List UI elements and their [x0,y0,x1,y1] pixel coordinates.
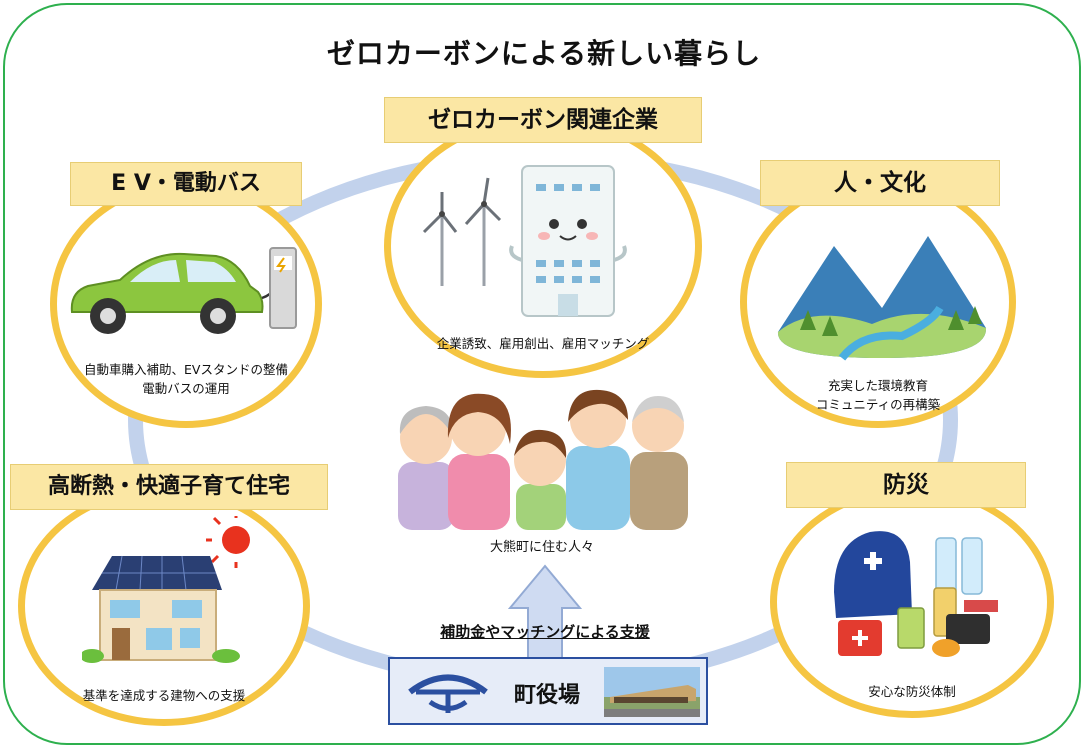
town-emblem-icon [408,674,488,713]
support-text: 補助金やマッチングによる支援 [440,623,650,641]
mother-figure [447,393,511,530]
company-caption: 企業誘致、雇用創出、雇用マッチング [384,334,702,353]
disaster-kit-icon [834,531,998,657]
housing-caption: 基準を達成する建物への支援 [18,686,310,705]
culture-label: 人・文化 [760,160,1000,206]
culture-caption-line-1: 充実した環境教育 [827,378,928,393]
family-illustration [398,389,688,530]
wind-turbines-icon [422,177,502,286]
grandfather-figure [630,396,688,530]
ev-caption-line-2: 電動バスの運用 [142,381,230,396]
ev-caption-line-1: 自動車購入補助、EVスタンドの整備 [84,362,288,377]
solar-house-icon [82,516,250,663]
company-caption-line: 企業誘致、雇用創出、雇用マッチング [436,336,650,351]
center-caption: 大熊町に住む人々 [489,540,594,555]
disaster-caption: 安心な防災体制 [770,682,1054,701]
townhall-label: 町役場 [514,683,581,708]
child-figure [514,429,567,530]
townhall-building-photo [604,667,700,717]
disaster-caption-line: 安心な防災体制 [868,684,956,699]
housing-caption-line: 基準を達成する建物への支援 [82,688,246,703]
ev-car-icon [70,247,297,334]
culture-caption: 充実した環境教育 コミュニティの再構築 [740,376,1016,414]
disaster-circle [770,486,1054,718]
ev-caption: 自動車購入補助、EVスタンドの整備 電動バスの運用 [50,360,322,398]
outer-frame [3,3,1081,745]
housing-label: 高断熱・快適子育て住宅 [10,464,328,510]
grandmother-figure [398,406,454,530]
office-building-icon [509,165,627,317]
disaster-label: 防災 [786,462,1026,508]
support-arrow-icon [508,564,582,661]
company-label: ゼロカーボン関連企業 [384,97,702,143]
townhall-box: 町役場 [388,657,708,725]
main-title: ゼロカーボンによる新しい暮らし [326,37,762,70]
ev-label: E V・電動バス [70,162,302,206]
culture-circle [740,176,1016,428]
father-figure [566,389,630,530]
mountain-landscape-icon [777,236,987,361]
culture-caption-line-2: コミュニティの再構築 [815,397,941,412]
